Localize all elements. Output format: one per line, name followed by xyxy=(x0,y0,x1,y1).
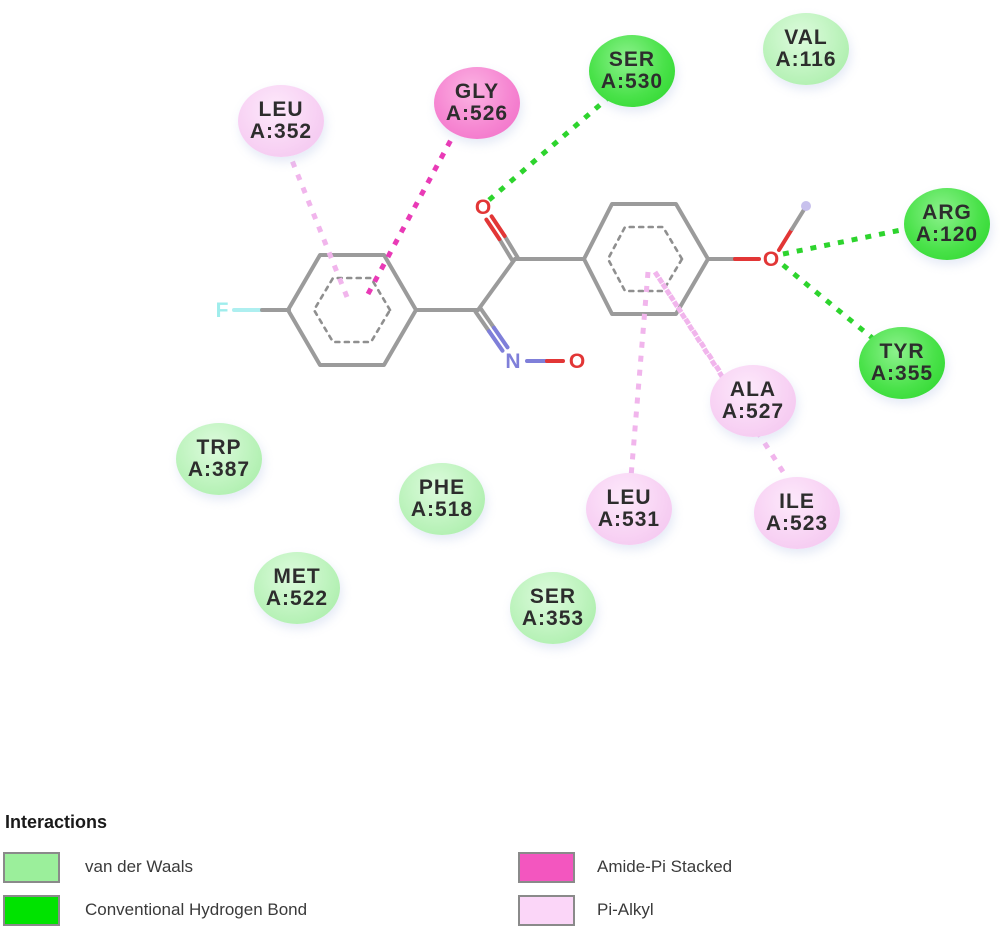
residue-chain-id: A:518 xyxy=(410,498,474,521)
atom-carbonyl-oxygen: O xyxy=(475,196,491,219)
bond-carbonyl-1a xyxy=(502,233,520,260)
atom-oxime-nitrogen: N xyxy=(505,350,520,373)
interaction-line-amide-pi-stacked-GLYA526 xyxy=(365,134,456,296)
residue-name: ALA xyxy=(729,378,777,401)
residue-chain-id: A:531 xyxy=(597,508,661,531)
legend-swatch-van-der-waals xyxy=(3,852,60,883)
residue-name: LEU xyxy=(606,486,652,509)
residue-name: ARG xyxy=(922,201,972,224)
legend-swatch-pi-alkyl xyxy=(518,895,575,926)
legend-label: Pi-Alkyl xyxy=(597,900,654,919)
interaction-lines xyxy=(284,96,907,480)
residue-chain-id: A:527 xyxy=(721,400,785,423)
legend-label: van der Waals xyxy=(85,857,194,876)
residue-chain-id: A:522 xyxy=(265,587,329,610)
residue-chain-id: A:387 xyxy=(187,458,251,481)
residue-chain-id: A:523 xyxy=(765,512,829,535)
bond-oxime-1a xyxy=(478,306,496,330)
interaction-line-conventional-hydrogen-bond-TYRA355 xyxy=(781,263,878,343)
bond-oxime-2a xyxy=(473,309,491,334)
residue-chain-id: A:120 xyxy=(915,223,979,246)
residue-chain-id: A:116 xyxy=(775,48,837,71)
atom-fluorine: F xyxy=(216,299,229,322)
interaction-line-conventional-hydrogen-bond-ARGA120 xyxy=(782,226,907,257)
interaction-line-pi-alkyl-ILEA523 xyxy=(656,276,790,480)
benzene-ring-left-aromatic-circle xyxy=(312,276,392,344)
interaction-line-pi-alkyl-ALAA527 xyxy=(652,270,725,377)
residue-name: SER xyxy=(608,48,656,71)
benzene-ring-right-aromatic-circle xyxy=(606,225,684,293)
atom-labels: F O N O O xyxy=(216,196,780,373)
interaction-line-pi-alkyl-LEUA531 xyxy=(628,271,651,478)
residue-name: TRP xyxy=(196,436,242,459)
residue-name: VAL xyxy=(784,26,828,49)
legend-label: Conventional Hydrogen Bond xyxy=(85,900,308,919)
residue-name: PHE xyxy=(418,476,466,499)
interaction-line-conventional-hydrogen-bond-SERA530 xyxy=(487,96,610,202)
atom-oxime-oxygen: O xyxy=(569,350,585,373)
residue-chain-id: A:526 xyxy=(445,102,509,125)
residue-chain-id: A:355 xyxy=(870,362,934,385)
residue-chain-id: A:353 xyxy=(521,607,585,630)
residue-name: SER xyxy=(529,585,577,608)
residue-name: MET xyxy=(273,565,321,588)
residue-name: LEU xyxy=(258,98,304,121)
legend-swatch-conventional-hydrogen-bond xyxy=(3,895,60,926)
methyl-cap xyxy=(801,201,811,211)
residue-chain-id: A:530 xyxy=(600,70,664,93)
bond-o-methyl-a xyxy=(777,227,794,252)
benzene-ring-left xyxy=(286,253,418,367)
bond-oxime-1b xyxy=(492,325,510,350)
bond-carbonyl-2a xyxy=(497,237,515,263)
interaction-line-pi-alkyl-LEUA352 xyxy=(284,147,350,298)
bond-oxime-2b xyxy=(487,329,505,353)
residue-name: TYR xyxy=(879,340,925,363)
residue-chain-id: A:352 xyxy=(249,120,313,143)
ligand-structure xyxy=(232,201,811,367)
residue-name: ILE xyxy=(779,490,815,513)
legend-title: Interactions xyxy=(5,812,108,832)
bond-carbonyl-1b xyxy=(489,214,507,238)
atom-methoxy-oxygen: O xyxy=(763,248,779,271)
bond-o-methyl-b xyxy=(790,206,807,231)
bond-c-c xyxy=(476,257,517,312)
bond-carbonyl-2b xyxy=(484,217,502,242)
legend-swatch-amide-pi-stacked xyxy=(518,852,575,883)
benzene-ring-right xyxy=(582,202,710,316)
legend-label: Amide-Pi Stacked xyxy=(597,857,733,876)
residue-name: GLY xyxy=(454,80,500,103)
